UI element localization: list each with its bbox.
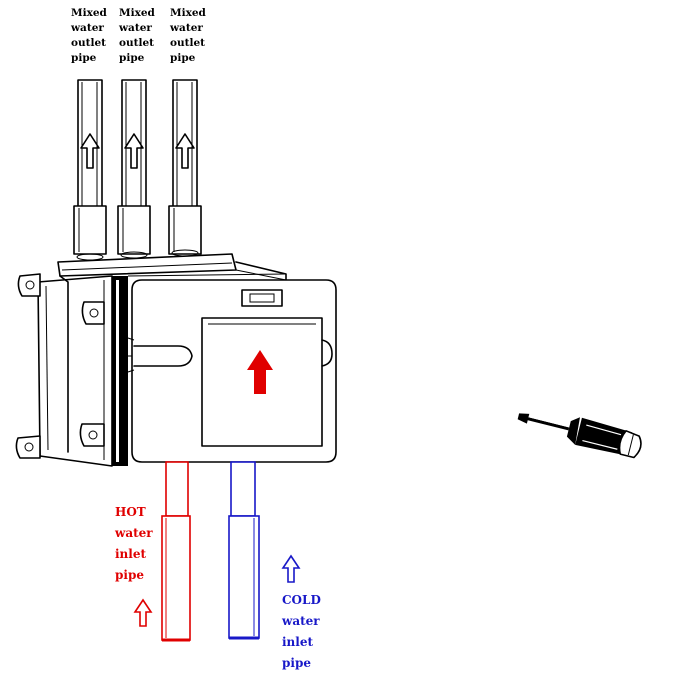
- cold-inlet-label: COLD water inlet pipe: [282, 593, 321, 670]
- front-cover-box: [127, 279, 337, 463]
- outlet-label-2: Mixed water outlet pipe: [119, 7, 155, 64]
- up-outline-arrow-icon: [133, 598, 153, 627]
- hot-inlet-pipe: [161, 461, 191, 642]
- outlet-pipe-3: [168, 79, 202, 255]
- screwdriver-icon: [517, 413, 642, 459]
- cold-inlet-pipe: [228, 461, 260, 640]
- outlet-label-3: Mixed water outlet pipe: [170, 7, 206, 64]
- outlet-pipe-2: [117, 79, 151, 255]
- outlet-pipe-1: [73, 79, 107, 255]
- up-outline-arrow-icon: [281, 554, 301, 583]
- hot-inlet-label: HOT water inlet pipe: [115, 505, 153, 582]
- outlet-label-1: Mixed water outlet pipe: [71, 7, 107, 64]
- up-outline-arrow-icon: [175, 133, 195, 169]
- up-outline-arrow-icon: [80, 133, 100, 169]
- up-outline-arrow-icon: [124, 133, 144, 169]
- gasket-band: [112, 276, 128, 466]
- up-solid-arrow-icon: [247, 350, 273, 394]
- valve-body: [15, 273, 113, 467]
